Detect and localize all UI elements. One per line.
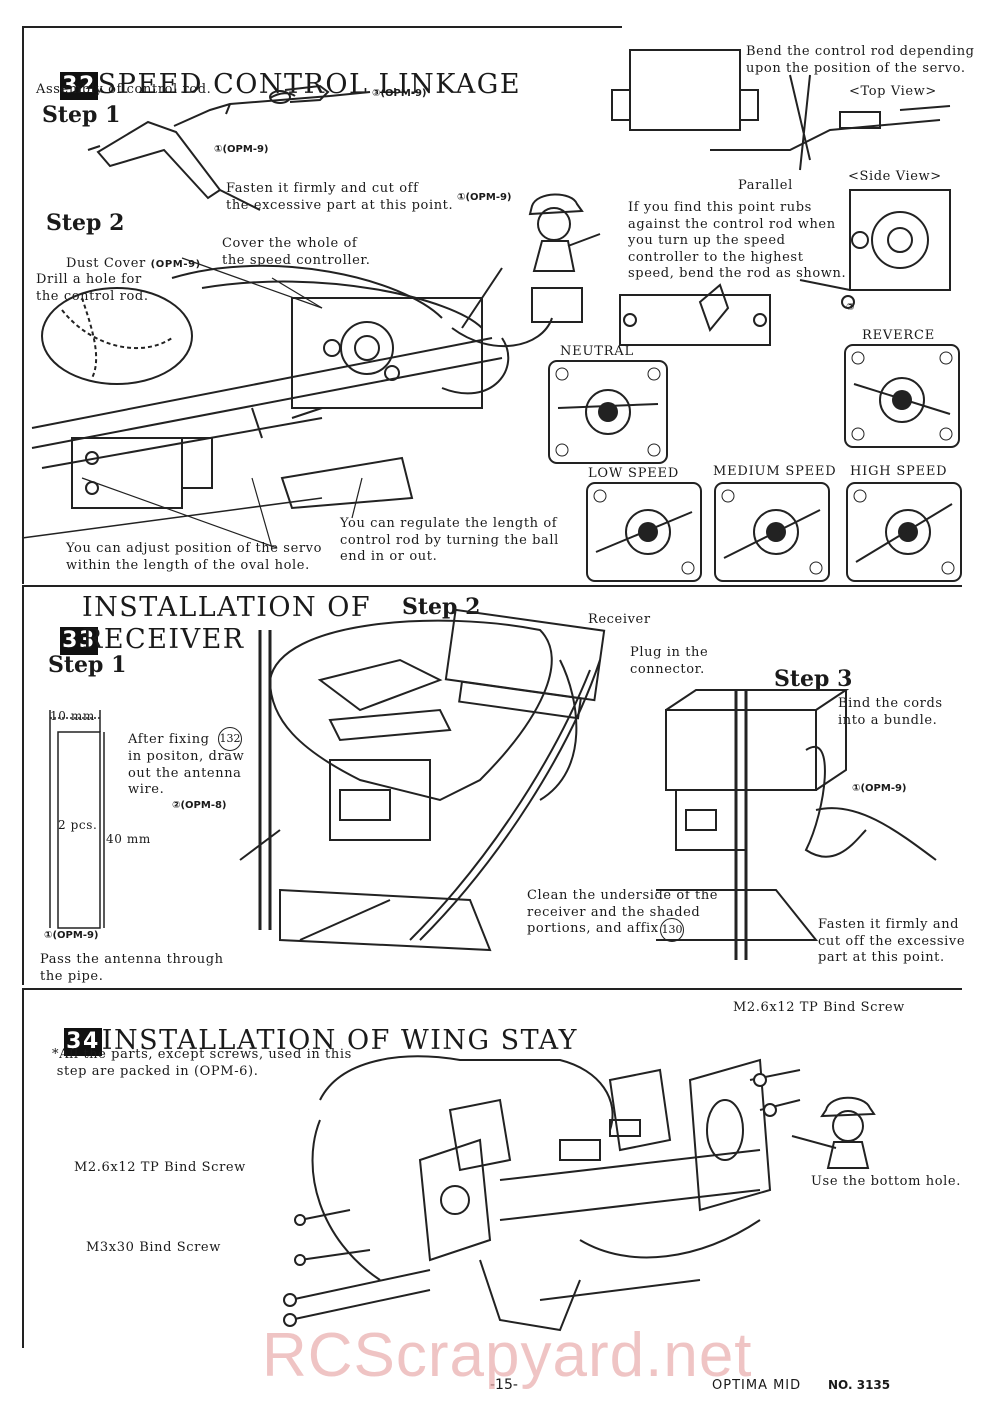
dust-cover-text: Dust Cover xyxy=(66,256,146,271)
section-33-top-rule xyxy=(22,585,962,587)
s33-step3-label: Step 3 xyxy=(774,666,853,692)
panel-low-label: LOW SPEED xyxy=(588,466,680,481)
model-code: NO. 3135 xyxy=(828,1378,891,1392)
panel-reverse xyxy=(844,344,960,448)
receiver-installation-drawing xyxy=(239,608,606,952)
servo-top-side-view-drawing xyxy=(611,49,951,346)
section-32-top-rule xyxy=(22,26,622,28)
section-number-badge: 32 xyxy=(60,71,98,100)
screw-left-label: M2.6x12 TP Bind Screw xyxy=(74,1160,246,1175)
panel-neutral xyxy=(548,360,668,464)
rubs-text: If you find this point rubs against the … xyxy=(628,200,847,281)
chassis-speed-control-drawing xyxy=(21,257,583,549)
screw-top-label: M2.6x12 TP Bind Screw xyxy=(733,1000,905,1015)
dust-cover-ref: (OPM-9) xyxy=(150,259,201,270)
dim-10mm: 10 mm xyxy=(50,709,95,723)
panel-medium-label: MEDIUM SPEED xyxy=(713,464,837,479)
section-number-badge: 33 xyxy=(60,626,98,655)
bottom-hole-text: Use the bottom hole. xyxy=(811,1174,961,1189)
s33-step1-label: Step 1 xyxy=(48,652,127,678)
bundled-cords-drawing xyxy=(656,689,937,960)
receiver-label: Receiver xyxy=(588,612,651,627)
s33-step2-label: Step 2 xyxy=(402,594,481,620)
mascot-pointing-figure-2 xyxy=(791,1096,876,1169)
step2-label: Step 2 xyxy=(46,210,125,236)
section-number-badge: 34 xyxy=(64,1027,102,1056)
plug-connector-text: Plug in the connector. xyxy=(630,645,709,677)
assembly-label: Assembly of control rod. xyxy=(36,82,212,97)
part-ref-fasten: ①(OPM-9) xyxy=(457,192,512,203)
section-34-top-rule xyxy=(22,988,962,990)
pieces-count: 2 pcs. xyxy=(58,818,98,832)
part-ref-91: ③(OPM-9) xyxy=(372,88,427,99)
watermark: RCScrapyard.net xyxy=(262,1321,753,1390)
part-number-130: 130 xyxy=(660,918,684,942)
model-name: OPTIMA MID xyxy=(712,1378,802,1393)
draw-antenna-text: in positon, draw out the antenna wire. xyxy=(128,749,245,797)
part-number-132: 132 xyxy=(218,727,242,751)
step1-label: Step 1 xyxy=(42,102,121,128)
cover-text: Cover the whole of the speed controller. xyxy=(222,236,371,268)
part-ref-step1: ①(OPM-9) xyxy=(214,144,269,155)
antenna-pipe-dimension-drawing xyxy=(49,710,105,929)
section-34-left-border xyxy=(22,988,24,1348)
panel-low-speed xyxy=(586,482,702,582)
section-34-title: INSTALLATION OF WING STAY xyxy=(101,1025,578,1056)
ref-opm9: ①(OPM-9) xyxy=(44,930,99,941)
side-view-label: <Side View> xyxy=(848,169,942,184)
top-view-label: <Top View> xyxy=(849,84,937,99)
ref-opm8: ②(OPM-8) xyxy=(172,800,227,811)
panel-high-speed xyxy=(846,482,962,582)
page-number: -15- xyxy=(490,1377,518,1393)
screw-m3-label: M3x30 Bind Screw xyxy=(86,1240,221,1255)
clean-underside-text: Clean the underside of the receiver and … xyxy=(527,888,719,936)
control-rod-assembly-drawing xyxy=(87,84,371,211)
panel-neutral-label: NEUTRAL xyxy=(560,344,634,359)
parts-note: *All the parts, except screws, used in t… xyxy=(52,1047,352,1079)
drill-text: Drill a hole for the control rod. xyxy=(36,272,149,304)
after-fixing-text: After fixing xyxy=(128,732,210,749)
section-34-heading: 34INSTALLATION OF WING STAY xyxy=(44,994,578,1056)
wing-stay-drawing xyxy=(283,1055,801,1332)
panel-medium-speed xyxy=(714,482,830,582)
dim-40mm: 40 mm xyxy=(106,832,151,846)
section-33-title: INSTALLATION OF RECEIVER xyxy=(82,592,372,655)
section-33-heading: 33 xyxy=(40,592,98,656)
adjust-text: You can adjust position of the servo wit… xyxy=(66,541,323,573)
panel-reverse-label: REVERCE xyxy=(862,328,935,343)
section-33-left-border xyxy=(22,585,24,985)
pass-antenna-text: Pass the antenna through the pipe. xyxy=(40,952,224,984)
section-32-left-border xyxy=(22,26,24,584)
panel-high-label: HIGH SPEED xyxy=(850,464,948,479)
dust-cover-label: Dust Cover (OPM-9) xyxy=(66,256,201,274)
after-fixing-label: After fixing xyxy=(128,732,210,747)
parallel-label: Parallel xyxy=(738,178,793,193)
mascot-pointing-figure xyxy=(528,193,601,272)
fasten-step3-text: Fasten it firmly and cut off the excessi… xyxy=(818,917,966,965)
bend-text: Bend the control rod depending upon the … xyxy=(746,44,975,76)
ref-step3: ①(OPM-9) xyxy=(852,783,907,794)
regulate-text: You can regulate the length of control r… xyxy=(340,516,559,564)
